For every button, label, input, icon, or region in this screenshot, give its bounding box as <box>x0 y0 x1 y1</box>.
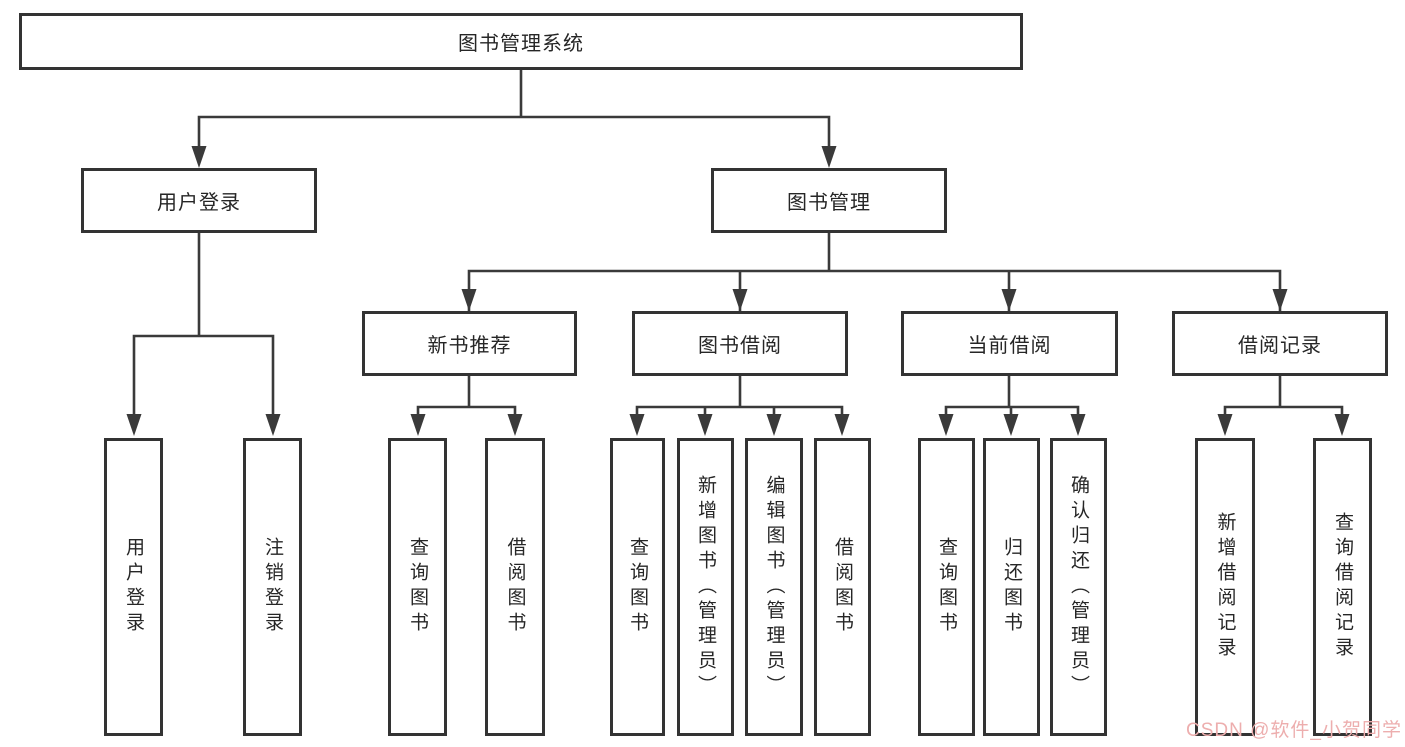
node-label: 借阅记录 <box>1238 335 1322 357</box>
leaf-label: 查询图书 <box>627 537 648 637</box>
leaf-query-book-3: 查询图书 <box>918 438 975 736</box>
leaf-borrow-book-2: 借阅图书 <box>814 438 871 736</box>
node-label: 用户登录 <box>157 192 241 214</box>
leaf-label: 注销登录 <box>262 537 283 637</box>
node-label: 新书推荐 <box>427 335 512 357</box>
leaf-borrow-book-1: 借阅图书 <box>485 438 545 736</box>
node-label: 当前借阅 <box>967 335 1052 357</box>
leaf-label: 归还图书 <box>1001 537 1022 637</box>
leaf-label: 新增借阅记录 <box>1214 512 1236 662</box>
node-current-borrow: 当前借阅 <box>901 311 1118 376</box>
leaf-query-book-1: 查询图书 <box>388 438 447 736</box>
csdn-watermark: CSDN @软件_小贺同学 <box>1186 720 1402 741</box>
leaf-label: 查询图书 <box>407 537 428 637</box>
leaf-edit-book-admin: 编辑图书（管理员） <box>745 438 803 736</box>
leaf-label: 确认归还（管理员） <box>1068 474 1089 700</box>
node-user-login: 用户登录 <box>81 168 317 233</box>
node-book-management: 图书管理 <box>711 168 947 233</box>
arrowhead-icons <box>126 146 1350 436</box>
leaf-query-book-2: 查询图书 <box>610 438 665 736</box>
leaf-label: 查询图书 <box>936 537 957 637</box>
leaf-user-login: 用户登录 <box>104 438 163 736</box>
node-book-borrow: 图书借阅 <box>632 311 848 376</box>
leaf-label: 新增图书（管理员） <box>695 474 716 700</box>
leaf-confirm-return-admin: 确认归还（管理员） <box>1050 438 1107 736</box>
node-new-book-recommend: 新书推荐 <box>362 311 577 376</box>
leaf-add-borrow-record: 新增借阅记录 <box>1195 438 1255 736</box>
leaf-label: 借阅图书 <box>832 537 853 637</box>
node-borrow-records: 借阅记录 <box>1172 311 1388 376</box>
leaf-return-book: 归还图书 <box>983 438 1040 736</box>
leaf-label: 借阅图书 <box>504 537 526 637</box>
node-label: 图书管理系统 <box>458 33 584 55</box>
node-label: 图书管理 <box>787 192 871 214</box>
leaf-label: 用户登录 <box>123 537 144 637</box>
leaf-logout: 注销登录 <box>243 438 302 736</box>
leaf-add-book-admin: 新增图书（管理员） <box>677 438 734 736</box>
leaf-label: 查询借阅记录 <box>1332 512 1353 662</box>
node-library-management-system: 图书管理系统 <box>19 13 1023 70</box>
leaf-label: 编辑图书（管理员） <box>763 474 785 700</box>
node-label: 图书借阅 <box>698 335 782 357</box>
leaf-query-borrow-record: 查询借阅记录 <box>1313 438 1372 736</box>
